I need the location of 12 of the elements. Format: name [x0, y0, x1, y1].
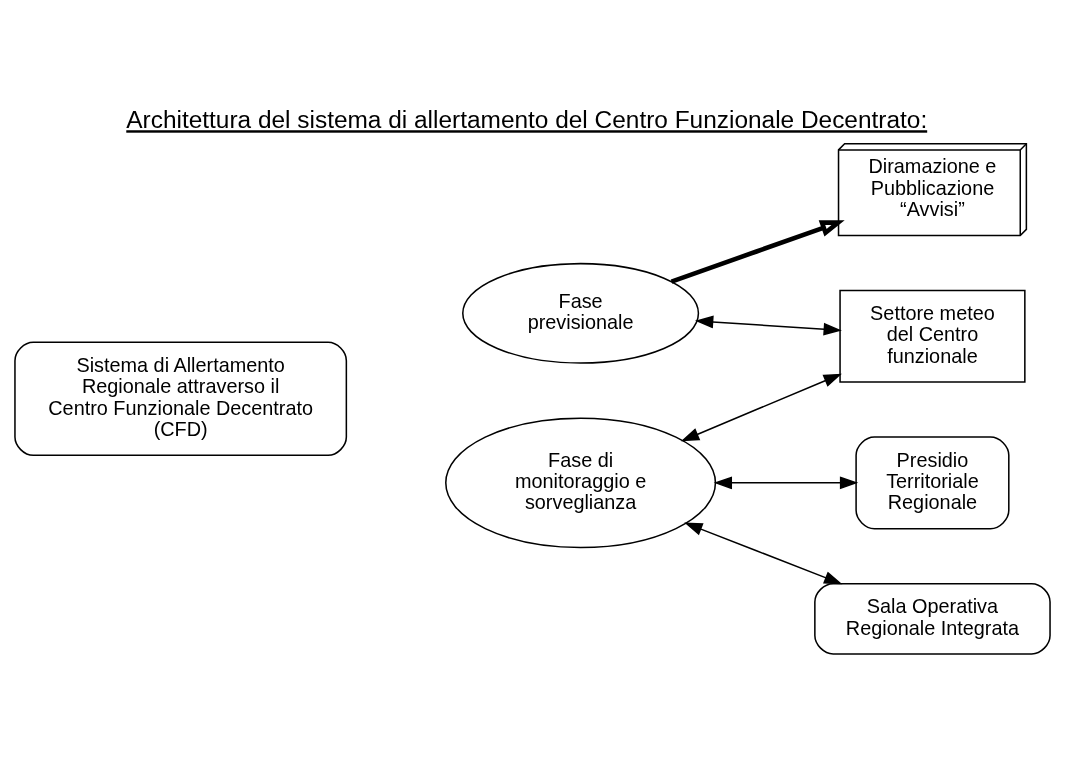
arrow: [670, 219, 845, 284]
node-box: Settore meteo del Centro funzionale: [839, 289, 1026, 383]
arrow: [713, 475, 859, 489]
node-box: Sistema di Allertamento Regionale attraverso il Centro Funzionale Decentrato (CFD): [14, 341, 348, 456]
arrow: [680, 373, 842, 441]
node-ellipse: Fase di monitoraggio e sorveglianza: [445, 416, 717, 548]
diagram-title: Architettura del sistema di allertamento del Centro Funzionale Decentrato:: [126, 105, 928, 133]
arrow: [695, 315, 842, 336]
node-box: Presidio Territoriale Regionale: [855, 435, 1010, 529]
arrow: [684, 522, 843, 584]
node-box: Sala Operativa Regionale Integrata: [814, 582, 1051, 655]
node-ellipse: Fase previsionale: [462, 262, 700, 364]
